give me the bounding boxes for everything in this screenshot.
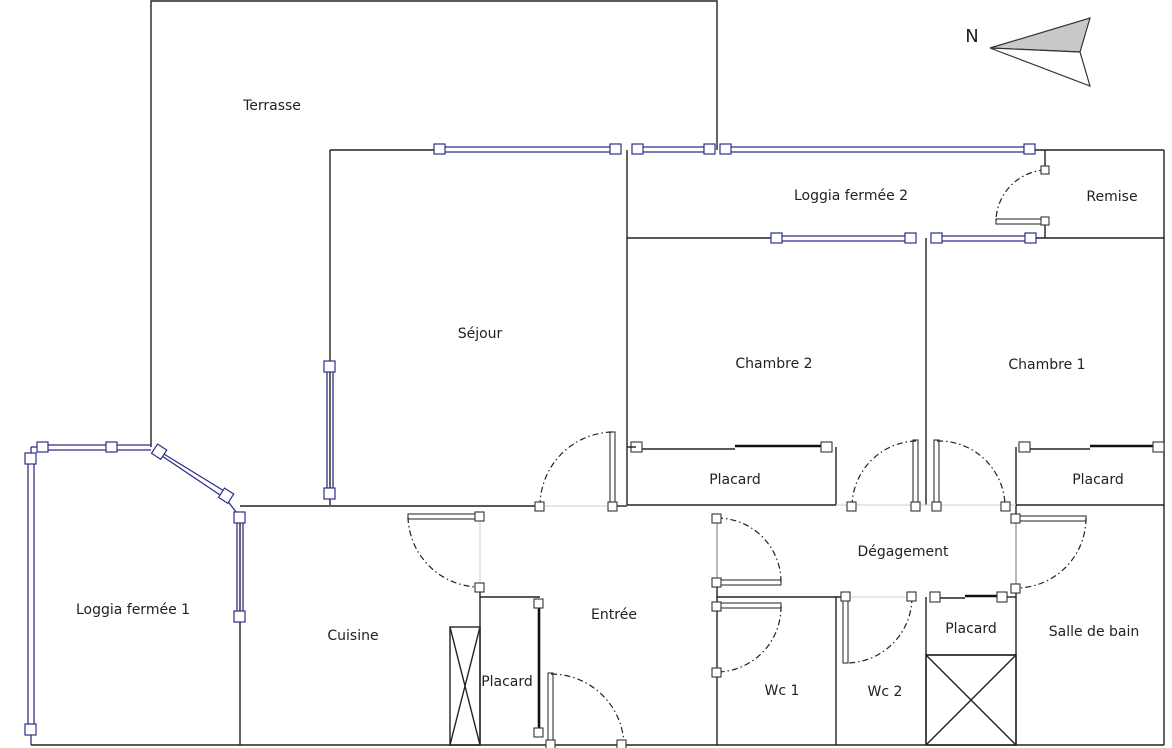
windows bbox=[24, 143, 1037, 745]
room-label-terrasse: Terrasse bbox=[242, 98, 301, 114]
ventilation-shaft-icon bbox=[449, 626, 481, 746]
north-compass-icon bbox=[989, 17, 1091, 87]
room-label-entree: Entrée bbox=[591, 607, 637, 623]
room-label-loggia-2: Loggia fermée 2 bbox=[794, 188, 908, 204]
room-label-cuisine: Cuisine bbox=[327, 628, 378, 644]
room-labels: Terrasse Séjour Loggia fermée 2 Remise C… bbox=[76, 98, 1139, 700]
open-boundaries bbox=[479, 504, 1017, 598]
room-label-degagement: Dégagement bbox=[858, 544, 949, 560]
compass-north-label: N bbox=[965, 26, 978, 47]
room-label-placard-chambre-1: Placard bbox=[1072, 472, 1124, 488]
doors bbox=[407, 165, 1087, 748]
placard-doors bbox=[627, 441, 1165, 603]
room-label-loggia-1: Loggia fermée 1 bbox=[76, 602, 190, 618]
room-label-placard-entree: Placard bbox=[481, 674, 533, 690]
technical-shaft-icon bbox=[925, 654, 1017, 746]
room-label-wc-1: Wc 1 bbox=[765, 683, 800, 699]
room-label-chambre-1: Chambre 1 bbox=[1008, 357, 1085, 373]
room-label-chambre-2: Chambre 2 bbox=[735, 356, 812, 372]
room-label-sejour: Séjour bbox=[458, 326, 503, 342]
room-label-placard-sdb: Placard bbox=[945, 621, 997, 637]
room-label-wc-2: Wc 2 bbox=[868, 684, 903, 700]
room-label-remise: Remise bbox=[1086, 189, 1137, 205]
room-label-salle-de-bain: Salle de bain bbox=[1049, 624, 1140, 640]
room-label-placard-chambre-2: Placard bbox=[709, 472, 761, 488]
